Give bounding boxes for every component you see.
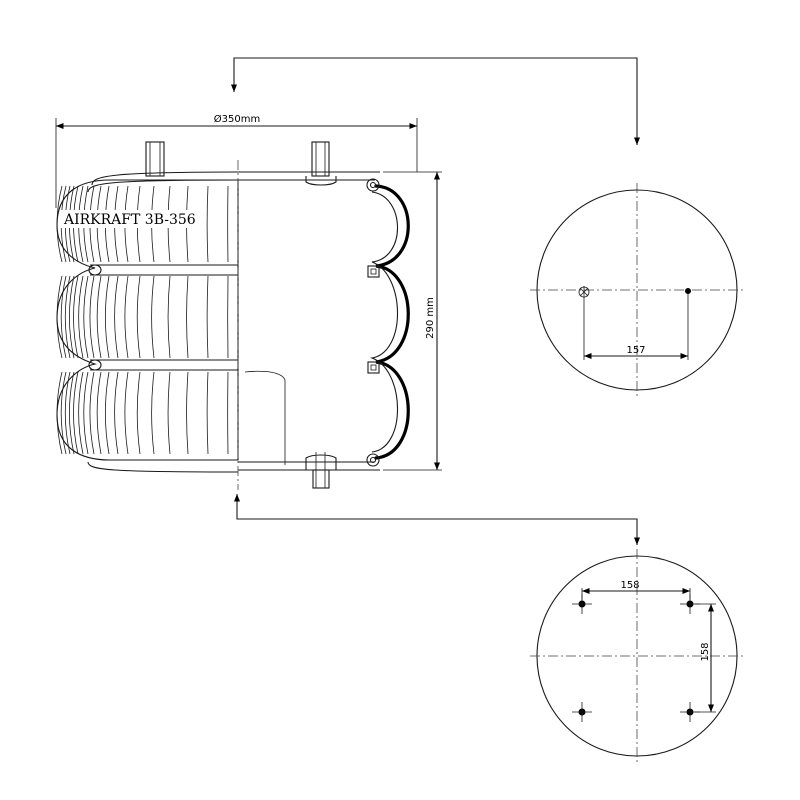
bellows-rib-line	[68, 275, 75, 359]
top-stud-left	[145, 141, 165, 177]
top-plate-view: 157	[530, 183, 745, 398]
bellows-rib-line	[83, 371, 89, 455]
bellows-rib-line	[56, 185, 63, 263]
top-bolt-spacing-label: 157	[626, 345, 645, 356]
bellows-rib-line	[64, 371, 71, 455]
bellows-rib-line	[83, 275, 89, 359]
height-dimension: 290 mm	[383, 171, 442, 471]
air-spring-exterior: AIRKRAFT 3B-356	[56, 141, 239, 473]
bellows-rib-line	[96, 371, 102, 455]
bellows-rib-line	[114, 371, 119, 455]
bellows-rib-line	[167, 371, 171, 455]
bellows-rib-line	[151, 275, 155, 359]
bellows-rib-line	[73, 275, 79, 359]
bellows-rib-line	[89, 275, 95, 359]
bellows-rib-line	[206, 371, 209, 455]
bellows-rib-line	[64, 275, 71, 359]
bellows-rib-line	[151, 371, 155, 455]
bellows-rib-line	[60, 275, 67, 359]
bottom-view-leader	[233, 494, 641, 545]
bottom-bolt-spacing-vertical-label: 158	[700, 642, 711, 661]
diameter-dimension: Ø350mm	[55, 113, 418, 208]
bellows-rib-line	[56, 371, 63, 455]
top-stud-right	[305, 141, 337, 186]
bellows-rib-line	[78, 275, 84, 359]
diameter-label: Ø350mm	[214, 113, 260, 125]
bellows-rib-line	[78, 371, 84, 455]
bellows-rib-line	[68, 371, 75, 455]
bellows-rib-line	[73, 371, 79, 455]
air-fitting-icon	[578, 286, 590, 298]
bottom-plate-view: 158 158	[530, 549, 745, 764]
bottom-bolt-spacing-horizontal-label: 158	[620, 580, 639, 591]
top-view-leader	[230, 57, 641, 145]
bellows-rib-line	[206, 275, 209, 359]
bellows-rib-line	[136, 275, 141, 359]
air-spring-section	[238, 141, 410, 489]
bellows-rib-line	[186, 371, 189, 455]
bellows-rib-line	[96, 275, 102, 359]
bellows-rib-line	[104, 275, 110, 359]
bellows-rib-line	[56, 275, 63, 359]
bellows-rib-line	[124, 275, 129, 359]
bellows-rib-line	[104, 371, 110, 455]
top-bolt-hole	[685, 288, 691, 294]
bellows-rib-line	[114, 275, 119, 359]
height-label: 290 mm	[425, 297, 436, 339]
bellows-rib-line	[206, 185, 209, 263]
bellows-rib-line	[167, 275, 171, 359]
bellows-rib-line	[89, 371, 95, 455]
bellows-rib-line	[186, 275, 189, 359]
bottom-stud	[305, 452, 337, 489]
bellows-rib-line	[136, 371, 141, 455]
product-label: AIRKRAFT 3B-356	[63, 212, 196, 228]
bellows-rib-line	[124, 371, 129, 455]
bellows-rib-line	[60, 371, 67, 455]
